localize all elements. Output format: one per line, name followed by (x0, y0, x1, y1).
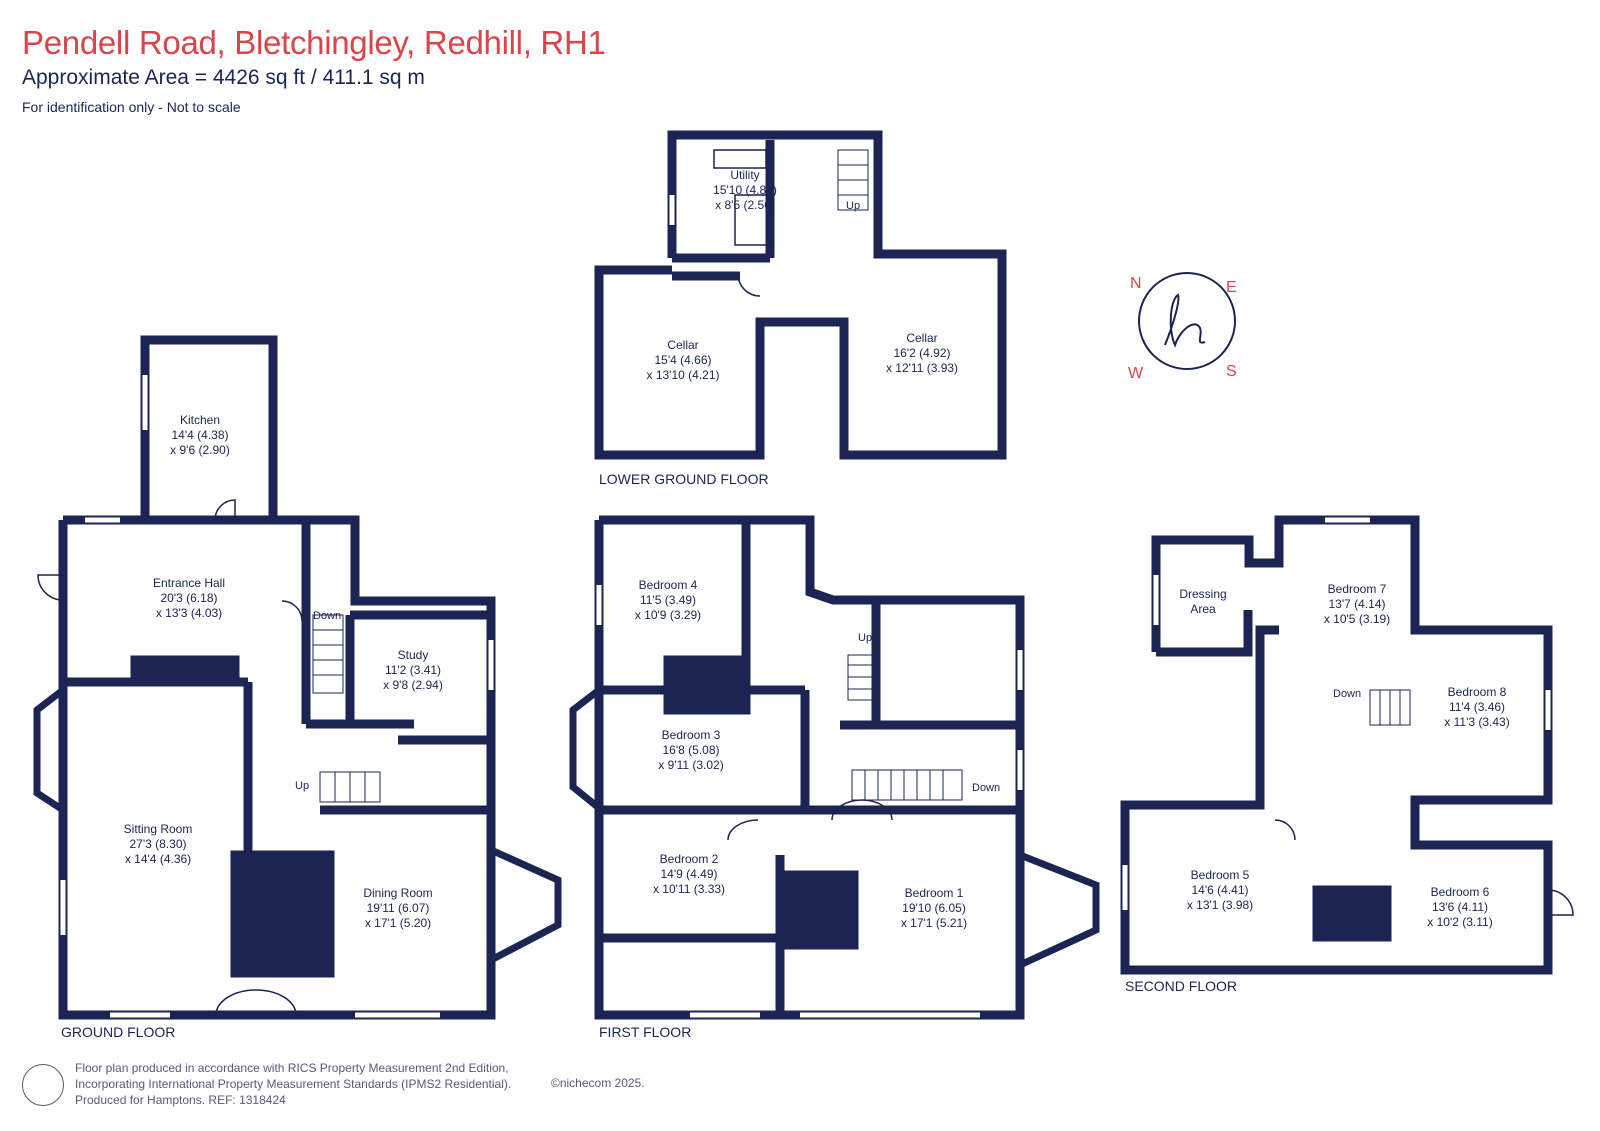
floor-label-first: FIRST FLOOR (599, 1024, 692, 1040)
floor-label-lower-ground: LOWER GROUND FLOOR (599, 471, 769, 487)
lower-ground-floor-walls (594, 130, 1007, 460)
compass-south: S (1226, 363, 1237, 380)
page-title: Pendell Road, Bletchingley, Redhill, RH1 (22, 24, 606, 61)
second-floor-walls (1120, 515, 1553, 975)
floor-label-second: SECOND FLOOR (1125, 978, 1238, 994)
stair-label-down-ground: Down (313, 610, 342, 622)
area-summary: Approximate Area = 4426 sq ft / 411.1 sq… (22, 66, 425, 89)
stair-label-up-lower: Up (846, 200, 861, 212)
compass-logo (1138, 272, 1236, 370)
copyright-note: ©nichecom 2025. (551, 1076, 645, 1090)
identification-note: For identification only - Not to scale (22, 99, 241, 115)
compass-north: N (1130, 275, 1142, 292)
footer-text: Floor plan produced in accordance with R… (75, 1061, 512, 1107)
ground-floor-walls (58, 335, 496, 1020)
compass-east: E (1226, 279, 1237, 296)
stair-label-up-ground: Up (295, 780, 310, 792)
stair-label-down-second: Down (1333, 688, 1362, 700)
rics-logo (22, 1064, 64, 1106)
stair-label-down-first: Down (972, 782, 1001, 794)
floor-label-ground: GROUND FLOOR (61, 1024, 176, 1040)
first-floor-walls (594, 515, 1025, 1020)
compass-west: W (1128, 365, 1144, 382)
stair-label-up-first: Up (858, 632, 873, 644)
